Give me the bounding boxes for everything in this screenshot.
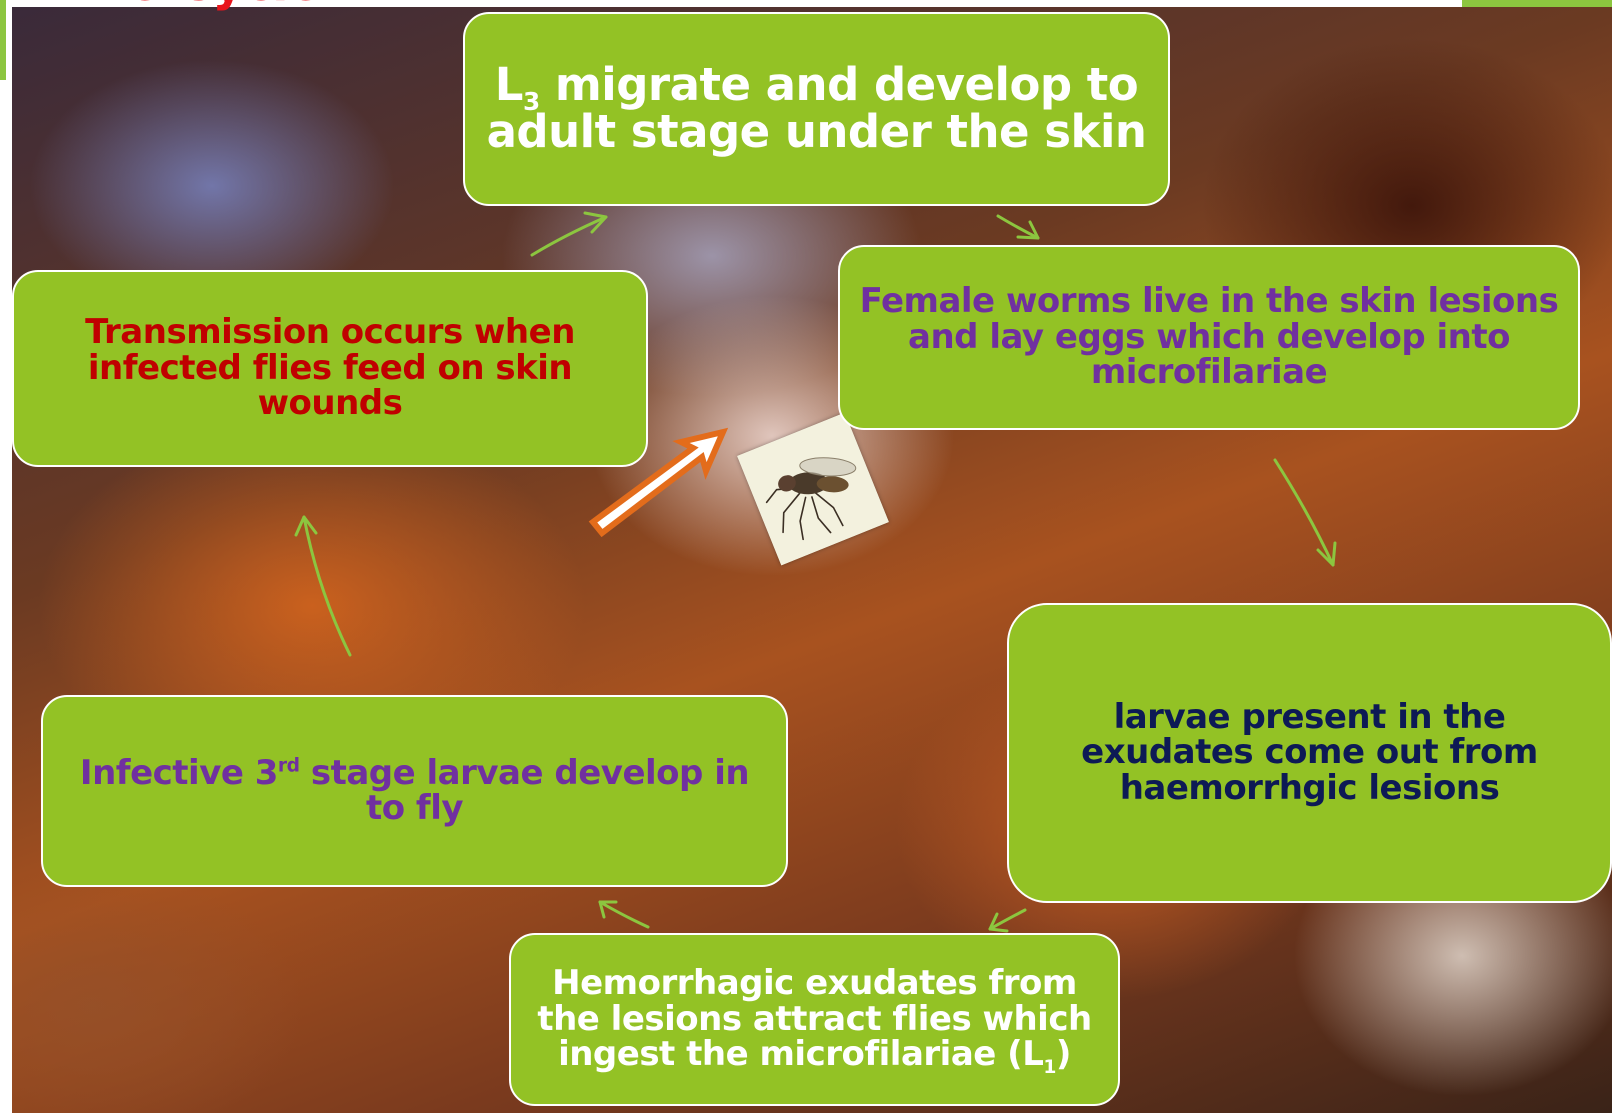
l3-migrate-box: L3 migrate and develop to adult stage un… (463, 12, 1170, 206)
l3-migrate-text: L3 migrate and develop to adult stage un… (479, 62, 1154, 156)
transmission-text: Transmission occurs when infected flies … (28, 315, 632, 421)
female-worms-box: Female worms live in the skin lesions an… (838, 245, 1580, 430)
infective-larvae-text: Infective 3rd stage larvae develop in to… (57, 756, 772, 827)
left-border (0, 0, 12, 1113)
slide-title: Life Cycle: (60, 0, 340, 12)
larvae-exudates-text: larvae present in the exudates come out … (1023, 700, 1596, 806)
hemorrhagic-exudates-box: Hemorrhagic exudates from the lesions at… (509, 933, 1120, 1106)
transmission-box: Transmission occurs when infected flies … (12, 270, 648, 467)
larvae-exudates-box: larvae present in the exudates come out … (1007, 603, 1612, 903)
infective-larvae-box: Infective 3rd stage larvae develop in to… (41, 695, 788, 887)
female-worms-text: Female worms live in the skin lesions an… (854, 284, 1564, 390)
corner-green-accent (1462, 0, 1612, 7)
left-green-accent (0, 0, 6, 80)
hemorrhagic-exudates-text: Hemorrhagic exudates from the lesions at… (525, 966, 1104, 1072)
